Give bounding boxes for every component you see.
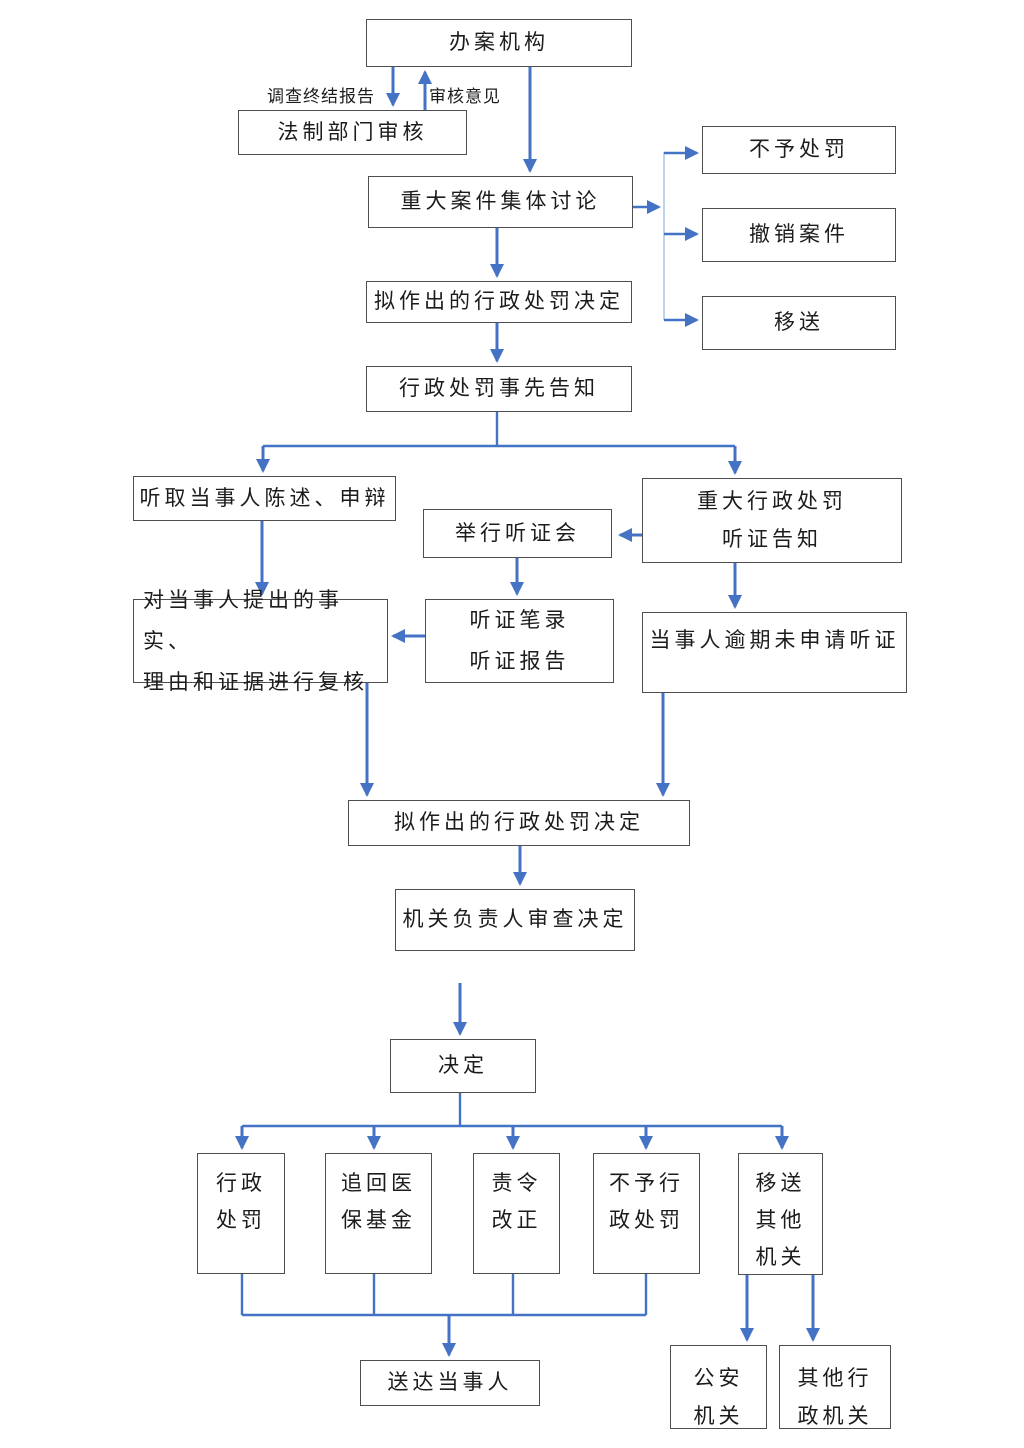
node-case-handling-org: 办案机构 bbox=[366, 19, 632, 67]
node-legal-dept-review: 法制部门审核 bbox=[238, 110, 467, 155]
node-hearing-record-report: 听证笔录 听证报告 bbox=[425, 599, 614, 683]
node-major-penalty-hearing-notice: 重大行政处罚 听证告知 bbox=[642, 478, 902, 563]
node-prior-notification: 行政处罚事先告知 bbox=[366, 366, 632, 412]
node-transfer: 移送 bbox=[702, 296, 896, 350]
node-transfer-other-org: 移送 其他 机关 bbox=[738, 1153, 823, 1275]
node-decision: 决定 bbox=[390, 1039, 536, 1093]
node-major-case-discussion: 重大案件集体讨论 bbox=[368, 176, 633, 228]
node-police-org: 公安 机关 bbox=[670, 1345, 767, 1429]
node-other-admin-org: 其他行 政机关 bbox=[779, 1345, 891, 1429]
node-serve-party: 送达当事人 bbox=[360, 1360, 540, 1406]
node-party-overdue-no-hearing: 当事人逾期未申请听证 bbox=[642, 612, 907, 693]
decision-fanout-line bbox=[242, 1093, 782, 1128]
node-recover-insurance-fund: 追回医 保基金 bbox=[325, 1153, 432, 1274]
notice-fanout-line bbox=[263, 412, 735, 448]
edge-label-investigation-report: 调查终结报告 bbox=[267, 87, 375, 106]
node-admin-penalty: 行政 处罚 bbox=[197, 1153, 285, 1274]
node-hold-hearing: 举行听证会 bbox=[423, 509, 612, 558]
node-head-review-decision: 机关负责人审查决定 bbox=[395, 889, 635, 951]
node-order-correction: 责令 改正 bbox=[473, 1153, 560, 1274]
edge-label-review-opinion: 审核意见 bbox=[429, 87, 501, 106]
node-draft-penalty-decision-1: 拟作出的行政处罚决定 bbox=[366, 281, 632, 323]
node-no-admin-penalty: 不予行 政处罚 bbox=[593, 1153, 700, 1274]
serve-collector-line bbox=[240, 1274, 648, 1317]
node-revoke-case: 撤销案件 bbox=[702, 208, 896, 262]
node-draft-penalty-decision-2: 拟作出的行政处罚决定 bbox=[348, 800, 690, 846]
node-review-facts-evidence: 对当事人提出的事实、 理由和证据进行复核 bbox=[133, 589, 388, 694]
node-no-penalty: 不予处罚 bbox=[702, 126, 896, 174]
node-hear-statement-defense: 听取当事人陈述、申辩 bbox=[133, 476, 396, 521]
